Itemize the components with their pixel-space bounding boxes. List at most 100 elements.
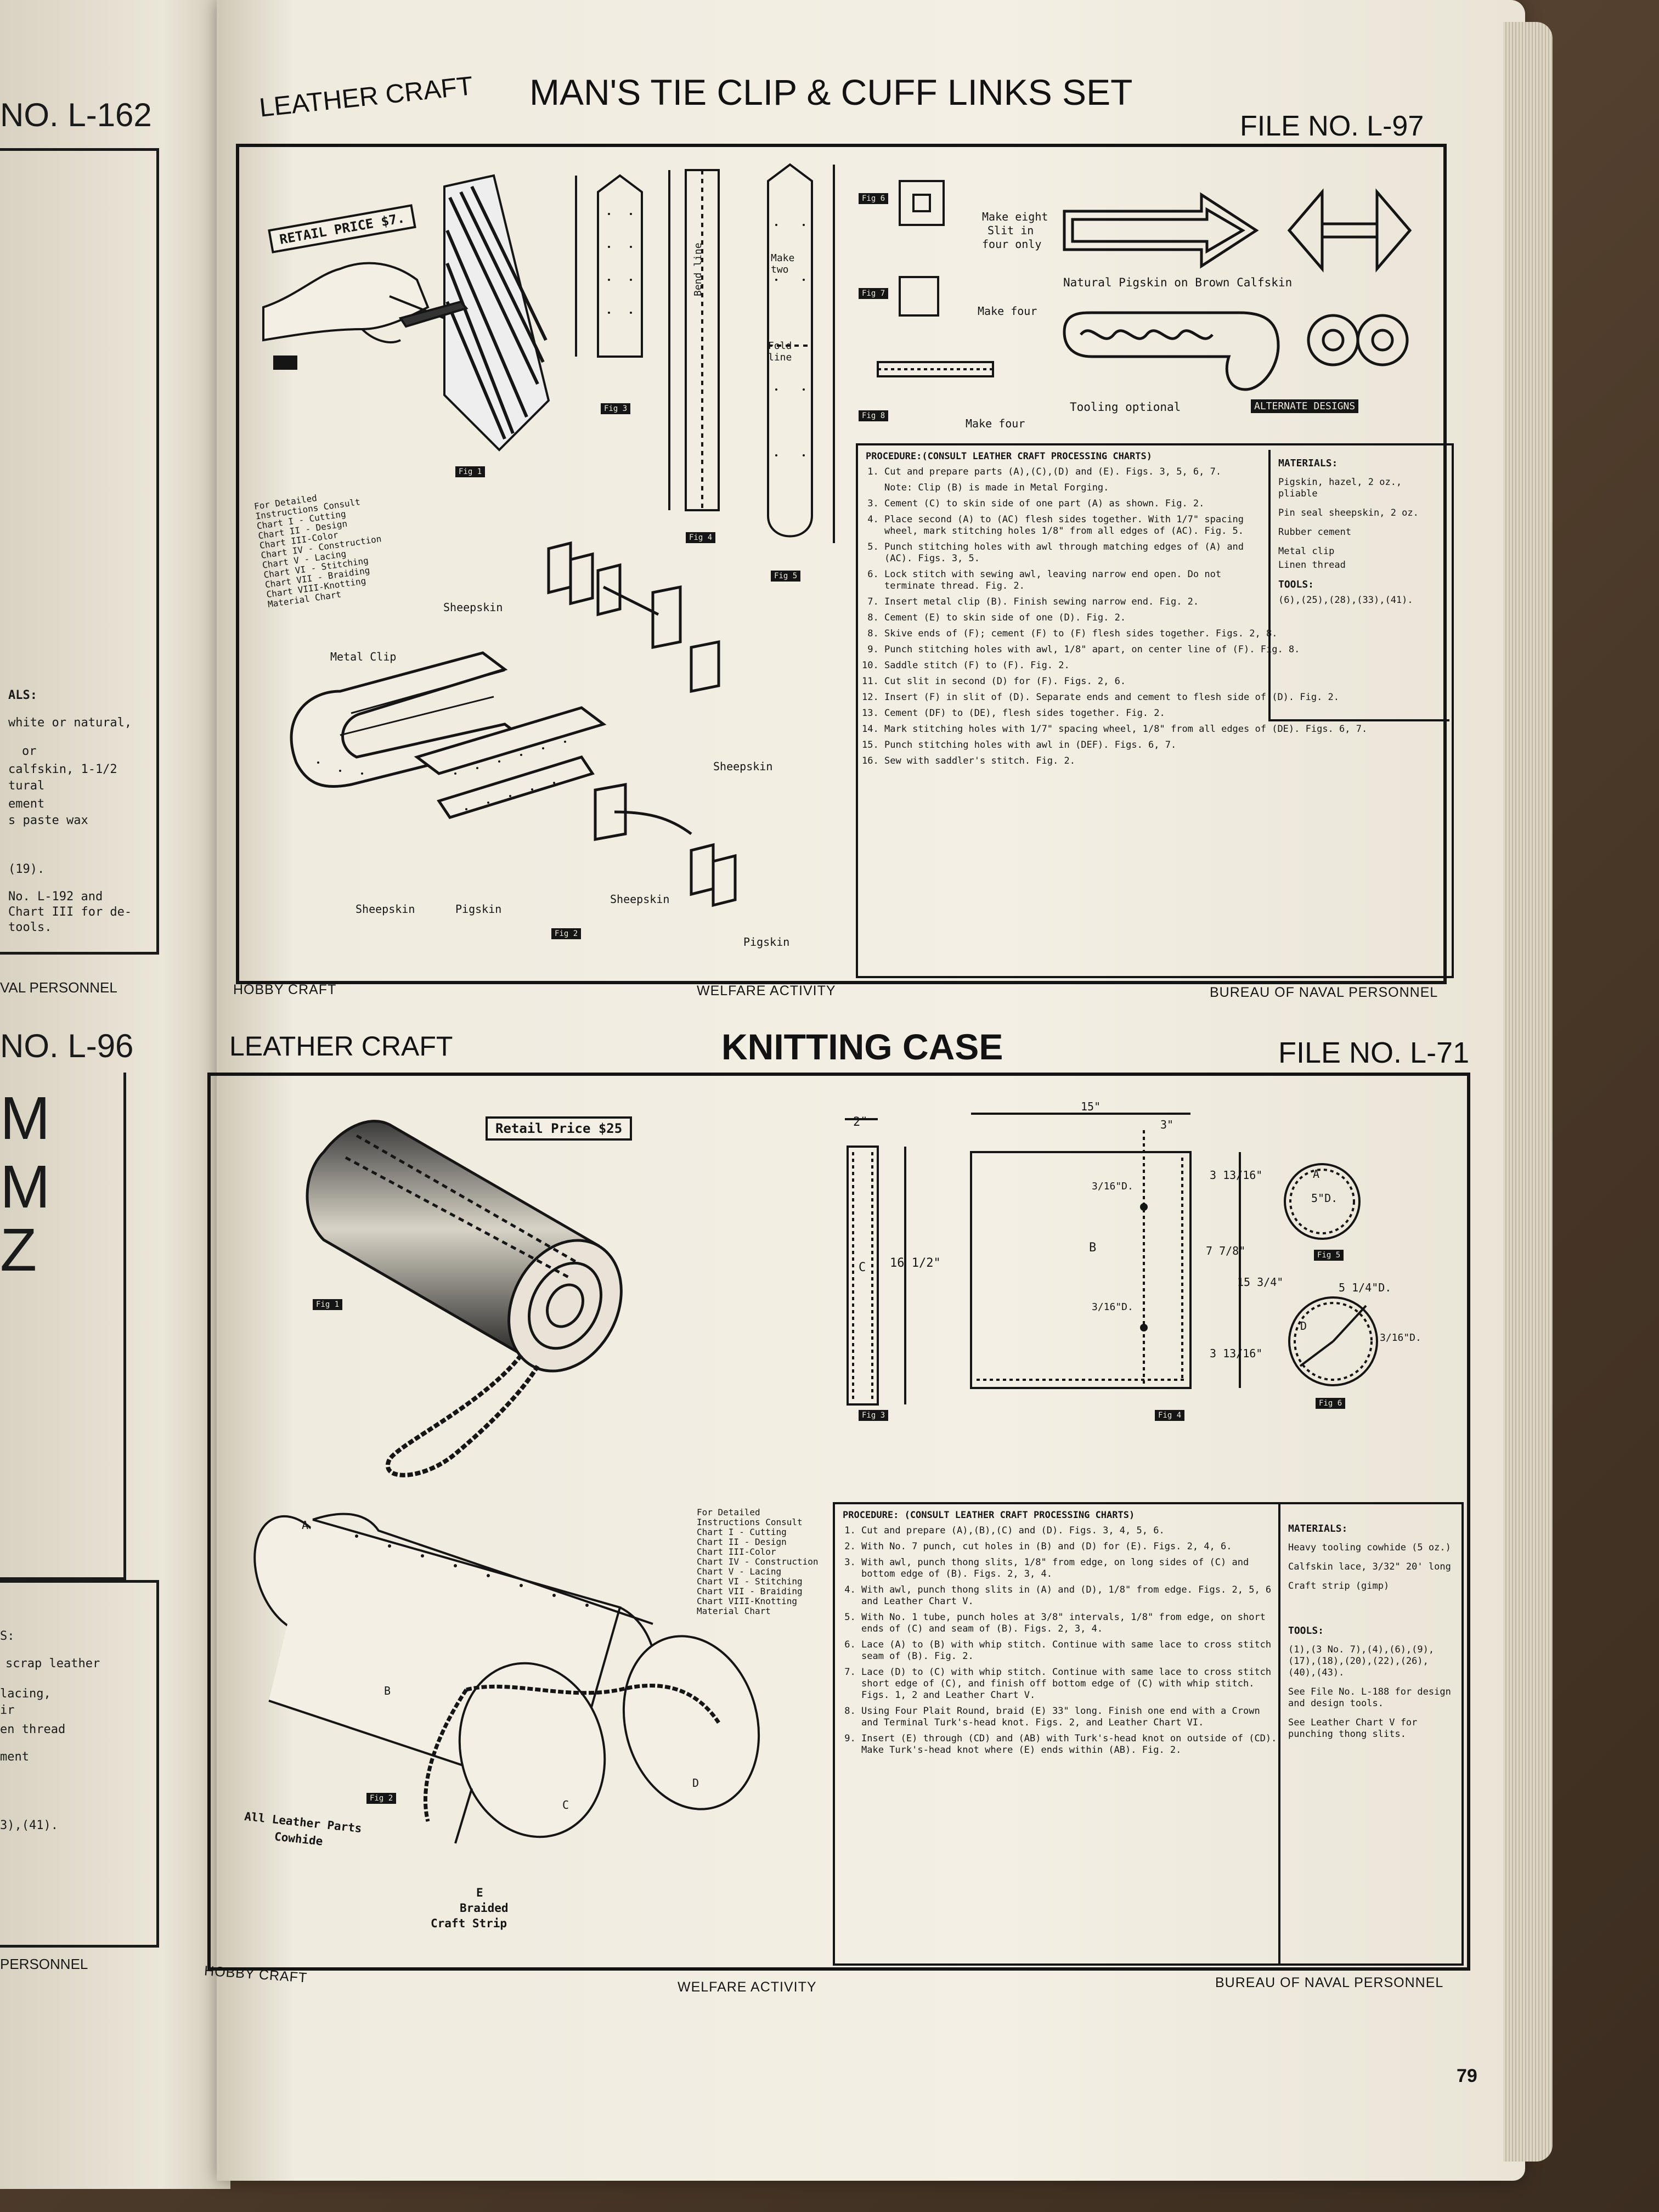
craft-strip-label: Craft Strip — [431, 1917, 507, 1930]
bottom-detail-note-line: Chart III-Color — [697, 1547, 776, 1557]
bottom-tools-3: See Leather Chart V for punching thong s… — [1288, 1717, 1418, 1740]
left-lower-4: ir — [0, 1703, 15, 1717]
page-number: 79 — [1457, 2066, 1477, 2086]
top-step-note: Note: Clip (B) is made in Metal Forging. — [884, 482, 1109, 493]
pigskin-c-label: Pigskin — [455, 902, 502, 916]
left-letter-2: M — [0, 1153, 50, 1221]
left-letter-1: M — [0, 1085, 50, 1152]
top-fig-6-tag: Fig 6 — [859, 193, 889, 204]
make-four-f-label: Make four — [966, 417, 1025, 430]
top-material-5: Linen thread — [1278, 560, 1346, 571]
bottom-materials-header: MATERIALS: — [1288, 1523, 1348, 1534]
top-title: MAN'S TIE CLIP & CUFF LINKS SET — [529, 72, 1133, 112]
top-step-16: Sew with saddler's stitch. Fig. 2. — [884, 755, 1455, 767]
dim-3-13: 3 13/16" — [1210, 1169, 1263, 1182]
top-procedure-header: PROCEDURE:(CONSULT LEATHER CRAFT PROCESS… — [866, 451, 1152, 462]
bottom-step-2: With No. 7 punch, cut holes in (B) and (… — [861, 1541, 1278, 1553]
bottom-material-3: Craft strip (gimp) — [1288, 1581, 1390, 1592]
top-procedure-box: PROCEDURE:(CONSULT LEATHER CRAFT PROCESS… — [856, 443, 1454, 978]
knitting-case-illustration — [306, 1120, 623, 1477]
bottom-fig-3-tag: Fig 3 — [859, 1410, 889, 1421]
bottom-file-no: FILE NO. L-71 — [1278, 1036, 1470, 1069]
dim-15-3: 15 3/4" — [1237, 1276, 1284, 1289]
page-edges — [1503, 22, 1553, 2162]
left-material-3: calfskin, 1-1/2 — [8, 763, 117, 776]
bottom-step-6: Lace (A) to (B) with whip stitch. Contin… — [861, 1639, 1278, 1662]
bottom-fig-6-tag: Fig 6 — [1316, 1398, 1346, 1409]
top-step-15: Punch stitching holes with awl in (DEF).… — [884, 740, 1455, 751]
top-fig-8-tag: Fig 8 — [859, 410, 889, 421]
top-footer-center: WELFARE ACTIVITY — [697, 983, 836, 998]
sheepskin-f-label: Sheepskin — [610, 893, 670, 906]
bottom-step-5: With No. 1 tube, punch holes at 3/8" int… — [861, 1612, 1278, 1635]
top-footer-left: HOBBY CRAFT — [233, 982, 337, 997]
left-lower-3: lacing, — [0, 1687, 51, 1701]
tie-illustration — [262, 174, 550, 452]
left-lower-7: 3),(41). — [0, 1819, 58, 1832]
bottom-step-7: Lace (D) to (C) with whip stitch. Contin… — [861, 1667, 1278, 1701]
top-material-1: Pigskin, hazel, 2 oz., pliable — [1278, 477, 1402, 499]
bottom-fig-4-tag: Fig 4 — [1155, 1410, 1185, 1421]
bottom-category: LEATHER CRAFT — [229, 1031, 453, 1062]
top-fig-2-tag: Fig 2 — [551, 928, 582, 939]
bottom-procedure-header: PROCEDURE: (CONSULT LEATHER CRAFT PROCES… — [843, 1510, 1135, 1521]
body-b-letter: B — [1089, 1241, 1097, 1255]
top-footer-right: BUREAU OF NAVAL PERSONNEL — [1210, 985, 1438, 1000]
left-material-7: (19). — [8, 862, 45, 876]
top-step-14: Mark stitching holes with 1/7" spacing w… — [884, 724, 1455, 735]
left-material-2: or — [22, 744, 37, 758]
top-fig-5-tag: Fig 5 — [771, 571, 801, 582]
top-step-5: Lock stitch with sewing awl, leaving nar… — [884, 569, 1257, 592]
pattern-strips-diagram — [575, 163, 835, 543]
left-frame-bottom — [0, 1580, 159, 1948]
top-fig-1-tag: Fig 1 — [455, 466, 486, 477]
top-file-no: FILE NO. L-97 — [1240, 110, 1424, 142]
four-only-label: four only — [982, 238, 1042, 251]
bottom-footer-right: BUREAU OF NAVAL PERSONNEL — [1215, 1975, 1444, 1990]
bottom-step-1: Cut and prepare (A),(B),(C) and (D). Fig… — [861, 1525, 1278, 1537]
top-step-3: Place second (A) to (AC) flesh sides tog… — [884, 514, 1257, 537]
sheepskin-bottom-label: Sheepskin — [356, 902, 415, 916]
left-frame-mid — [0, 1073, 126, 1580]
bottom-retail-price: Retail Price $25 — [486, 1116, 633, 1141]
top-materials-box: MATERIALS: Pigskin, hazel, 2 oz., pliabl… — [1268, 450, 1449, 721]
bottom-detail-note-line: For Detailed — [697, 1507, 760, 1517]
bottom-materials-box: MATERIALS: Heavy tooling cowhide (5 oz.)… — [1278, 1504, 1462, 1964]
top-step-4: Punch stitching holes with awl through m… — [884, 541, 1257, 565]
left-material-6: s paste wax — [8, 814, 88, 827]
left-lower-2: scrap leather — [5, 1657, 100, 1671]
left-materials-header: ALS: — [8, 689, 37, 702]
bottom-detail-note-line: Chart VI - Stitching — [697, 1576, 803, 1587]
make-eight-label: Make eight — [982, 210, 1048, 223]
bottom-tools-header: TOOLS: — [1288, 1625, 1324, 1637]
strip-c-letter: C — [859, 1261, 866, 1274]
part-e-letter: E — [476, 1886, 483, 1899]
left-material-4: tural — [8, 779, 45, 793]
dim-3in: 3" — [1160, 1118, 1174, 1131]
circle-d-letter: D — [1300, 1319, 1307, 1333]
right-page — [217, 0, 1525, 2181]
assembly-illustration — [290, 541, 737, 907]
top-step-6: Insert metal clip (B). Finish sewing nar… — [884, 596, 1257, 608]
part-b-letter: B — [384, 1684, 391, 1697]
bottom-material-1: Heavy tooling cowhide (5 oz.) — [1288, 1542, 1451, 1553]
left-page: NO. L-162 ALS: white or natural, or calf… — [0, 0, 230, 2189]
bottom-detail-note-line: Chart I - Cutting — [697, 1527, 787, 1537]
bottom-fig-5-tag: Fig 5 — [1314, 1250, 1344, 1261]
pigskin-e-label: Pigskin — [743, 935, 790, 949]
bottom-fig-2-tag: Fig 2 — [366, 1793, 397, 1804]
bottom-detail-note-line: Chart V - Lacing — [697, 1566, 782, 1577]
left-material-9: Chart III for de- — [8, 905, 132, 919]
exploded-case-illustration — [253, 1513, 760, 1844]
dim-16-half: 16 1/2" — [890, 1256, 941, 1270]
left-footer-bottom: PERSONNEL — [0, 1956, 88, 1972]
top-fig-3-tag: Fig 3 — [601, 403, 631, 414]
bottom-detail-note: For Detailed Instructions Consult Chart … — [697, 1508, 819, 1616]
left-lower-6: ment — [0, 1750, 29, 1764]
top-fig-4-tag: Fig 4 — [686, 532, 716, 543]
metal-clip-label: Metal Clip — [330, 650, 397, 663]
top-step-12: Insert (F) in slit of (D). Separate ends… — [884, 692, 1455, 703]
top-material-2: Pin seal sheepskin, 2 oz. — [1278, 507, 1419, 518]
left-material-10: tools. — [8, 921, 52, 934]
bottom-detail-note-line: Instructions Consult — [697, 1517, 803, 1527]
